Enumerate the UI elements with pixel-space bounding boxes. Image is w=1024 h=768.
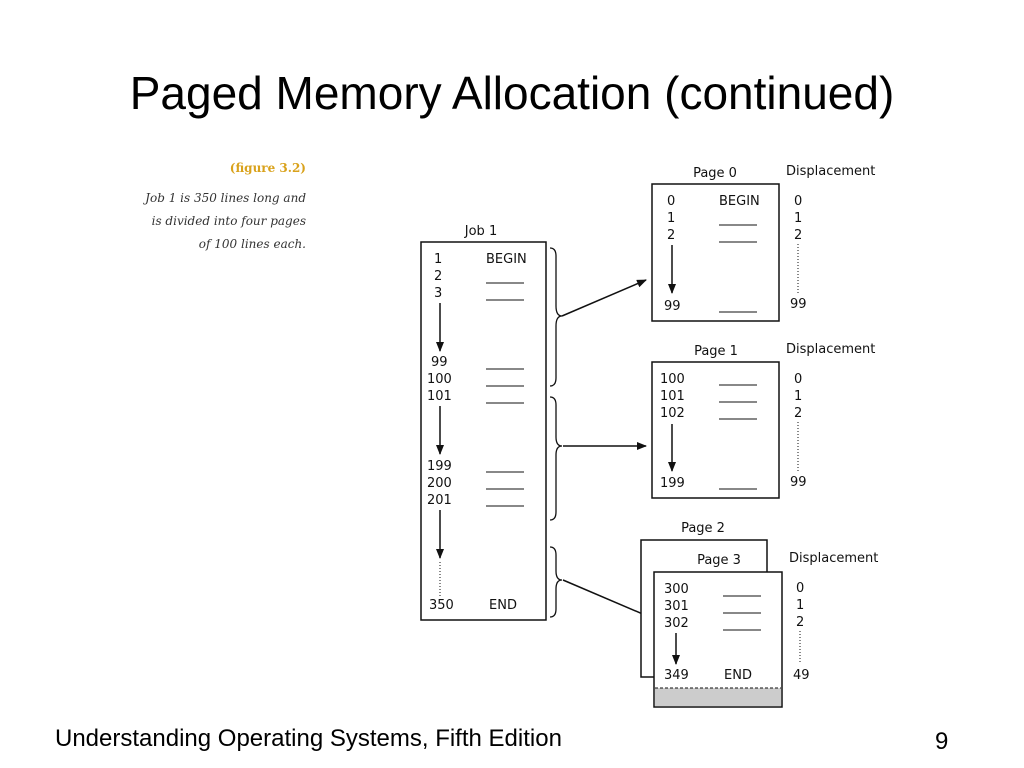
- page3-line: 349: [664, 668, 689, 683]
- job-line-199: 199: [427, 459, 452, 474]
- page3-disp: 1: [796, 598, 804, 613]
- page1-disp: 1: [794, 389, 802, 404]
- job-line-2: 2: [434, 269, 442, 284]
- page0-begin-label: BEGIN: [719, 194, 760, 209]
- page0-line: 1: [667, 211, 675, 226]
- job-begin-label: BEGIN: [486, 252, 527, 267]
- page3-title: Page 3: [697, 553, 741, 568]
- job-box: [420, 241, 547, 621]
- page0-box: [651, 183, 780, 322]
- slide-number: 9: [935, 728, 949, 755]
- page0-title: Page 0: [693, 166, 737, 181]
- job-line-101: 101: [427, 389, 452, 404]
- page1-line: 199: [660, 476, 685, 491]
- page1-disp: 0: [794, 372, 802, 387]
- job-title: Job 1: [464, 224, 497, 239]
- page3-line: 300: [664, 582, 689, 597]
- page1-disp: 99: [790, 475, 807, 490]
- page0-displacement-header: Displacement: [786, 164, 875, 179]
- page1-line: 101: [660, 389, 685, 404]
- page0-line: 2: [667, 228, 675, 243]
- job-line-201: 201: [427, 493, 452, 508]
- slide-title: Paged Memory Allocation (continued): [129, 67, 895, 119]
- page1-line: 100: [660, 372, 685, 387]
- page0-disp: 99: [790, 297, 807, 312]
- job-line-1: 1: [434, 252, 442, 267]
- job-end-label: END: [489, 598, 517, 613]
- map-arrow-page0: [561, 279, 647, 317]
- job-line-99: 99: [431, 355, 448, 370]
- page3-displacement-header: Displacement: [789, 551, 878, 566]
- map-arrow-page3: [562, 579, 653, 619]
- figure-caption-line-3: of 100 lines each.: [198, 237, 306, 251]
- job-line-3: 3: [434, 286, 442, 301]
- job-brace-page1: [549, 396, 563, 521]
- page3-disp: 49: [793, 668, 810, 683]
- page0-disp: 1: [794, 211, 802, 226]
- page3-end-label: END: [724, 668, 752, 683]
- figure-label: (figure 3.2): [229, 161, 306, 175]
- page1-displacement-header: Displacement: [786, 342, 875, 357]
- page3-line: 302: [664, 616, 689, 631]
- page2-title: Page 2: [681, 521, 725, 536]
- page0-disp: 0: [794, 194, 802, 209]
- job-brace-page0: [549, 247, 563, 387]
- job-line-100: 100: [427, 372, 452, 387]
- footer-text: Understanding Operating Systems, Fifth E…: [55, 725, 562, 752]
- job-line-350: 350: [429, 598, 454, 613]
- page1-title: Page 1: [694, 344, 738, 359]
- job-line-200: 200: [427, 476, 452, 491]
- figure-caption-line-2: is divided into four pages: [151, 214, 306, 228]
- job-brace-page3: [549, 546, 563, 618]
- page3-unused-space: [655, 688, 781, 706]
- page0-line: 0: [667, 194, 675, 209]
- page3-disp: 0: [796, 581, 804, 596]
- figure-caption-line-1: Job 1 is 350 lines long and: [145, 191, 306, 205]
- page0-disp: 2: [794, 228, 802, 243]
- page1-disp: 2: [794, 406, 802, 421]
- page1-line: 102: [660, 406, 685, 421]
- page3-disp: 2: [796, 615, 804, 630]
- page0-line: 99: [664, 299, 681, 314]
- page1-box: [651, 361, 780, 499]
- page3-line: 301: [664, 599, 689, 614]
